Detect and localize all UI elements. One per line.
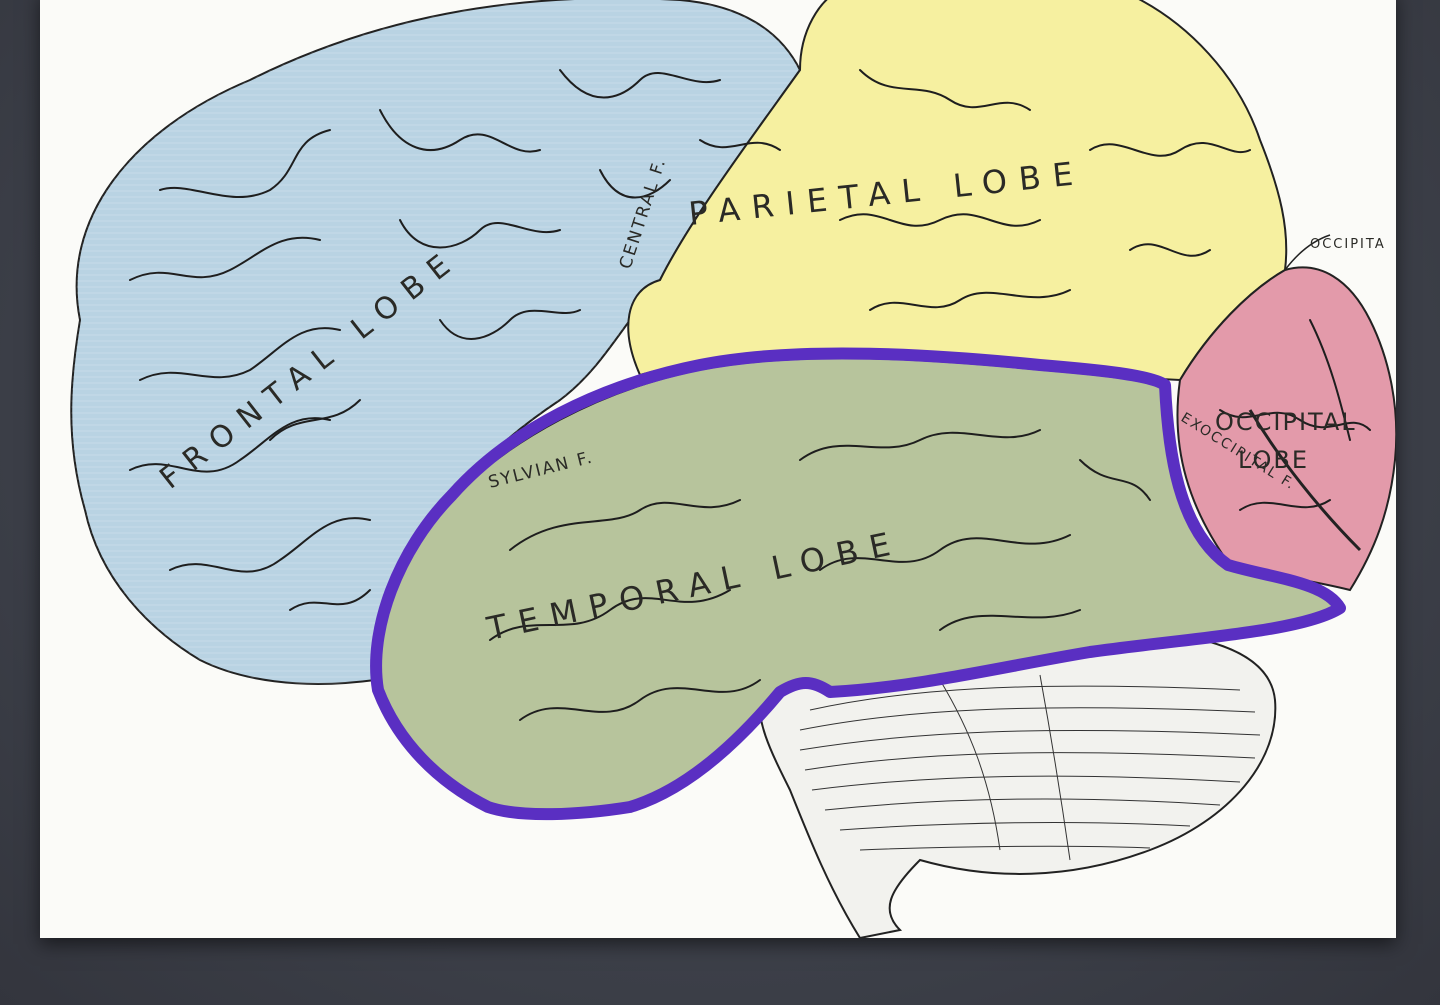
gyri-lines — [129, 69, 1371, 721]
occipital-callout-line — [1284, 234, 1331, 271]
brain-diagram: FRONTAL LOBE PARIETAL LOBE TEMPORAL LOBE… — [70, 0, 1396, 938]
occipital-lobe-region — [1176, 266, 1396, 592]
occipital-lobe-label-line1: OCCIPITAL — [1215, 408, 1357, 436]
occipital-lobe-label-line2: LOBE — [1238, 446, 1309, 474]
temporal-lobe-highlight — [370, 347, 1346, 821]
cerebellum-folia — [799, 674, 1261, 861]
diagram-card: FRONTAL LOBE PARIETAL LOBE TEMPORAL LOBE… — [40, 0, 1396, 938]
occipital-callout-label: OCCIPITA — [1310, 237, 1386, 252]
exoccipital-fissure-line — [1248, 409, 1362, 552]
